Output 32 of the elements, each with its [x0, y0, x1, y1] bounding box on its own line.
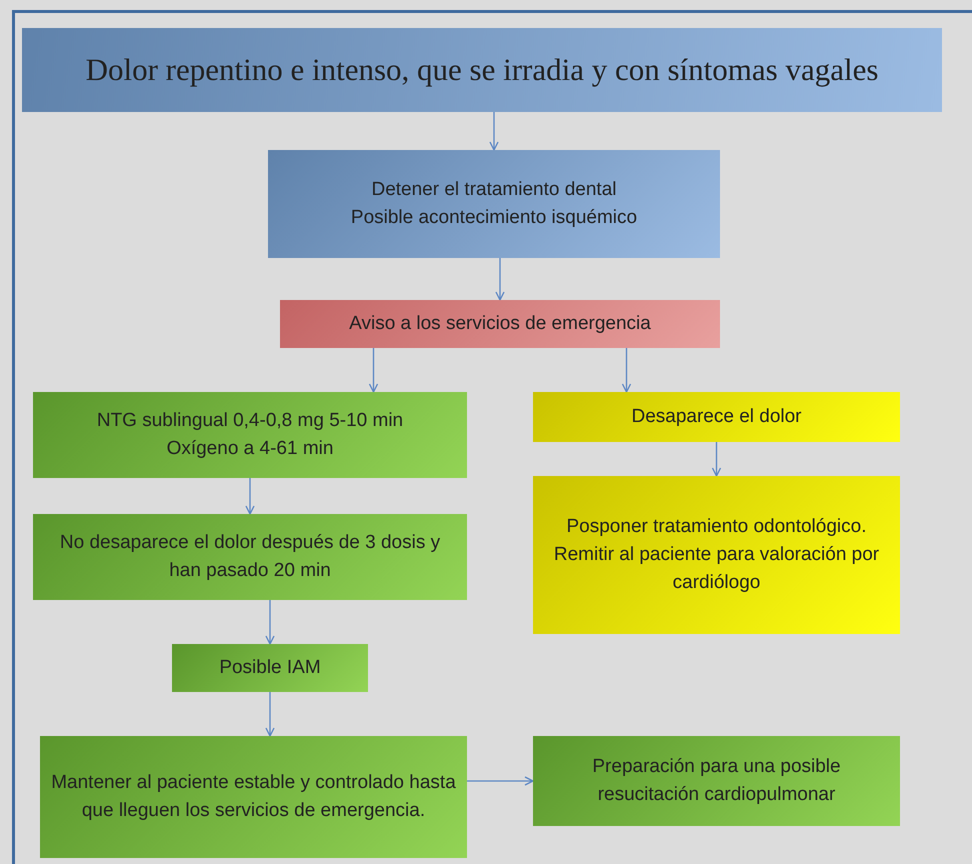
process-box [33, 514, 467, 600]
arrow [467, 776, 534, 786]
process-box [40, 736, 467, 858]
box-text: Oxígeno a 4-61 min [166, 437, 334, 461]
box-text: Posible IAM [219, 656, 321, 680]
process-box [33, 392, 467, 478]
outcome-box [533, 392, 900, 442]
process-box [268, 150, 720, 258]
title-banner [22, 28, 942, 112]
box-text: NTG sublingual 0,4-0,8 mg 5-10 min [96, 409, 404, 433]
box-text: Preparación para una posible resucitación cardiopulmonar [591, 755, 842, 807]
box-text: Detener el tratamiento dental [371, 178, 617, 202]
arrow [489, 112, 499, 151]
box-text: Posible acontecimiento isquémico [350, 206, 638, 230]
alert-box [280, 300, 720, 348]
box-text: Mantener al paciente estable y controlado hasta que lleguen los servicios de emergencia. [50, 771, 457, 823]
process-box [172, 644, 368, 692]
process-box [533, 736, 900, 826]
arrow [622, 348, 632, 393]
box-text: Desaparece el dolor [631, 405, 802, 429]
arrow [265, 600, 275, 645]
box-text: Dolor repentino e intenso, que se irradia y con síntomas vagales [86, 52, 878, 88]
box-text: No desaparece el dolor después de 3 dosis y han pasado 20 min [58, 531, 442, 583]
box-text: Aviso a los servicios de emergencia [349, 312, 651, 336]
arrow [245, 478, 255, 515]
arrow [265, 692, 275, 737]
arrow [712, 442, 722, 477]
outcome-box [533, 476, 900, 634]
arrow [495, 258, 505, 301]
box-text: Posponer tratamiento odontológico. [566, 515, 866, 539]
box-text: Remitir al paciente para valoración por cardiólogo [552, 543, 880, 595]
arrow [368, 348, 378, 393]
